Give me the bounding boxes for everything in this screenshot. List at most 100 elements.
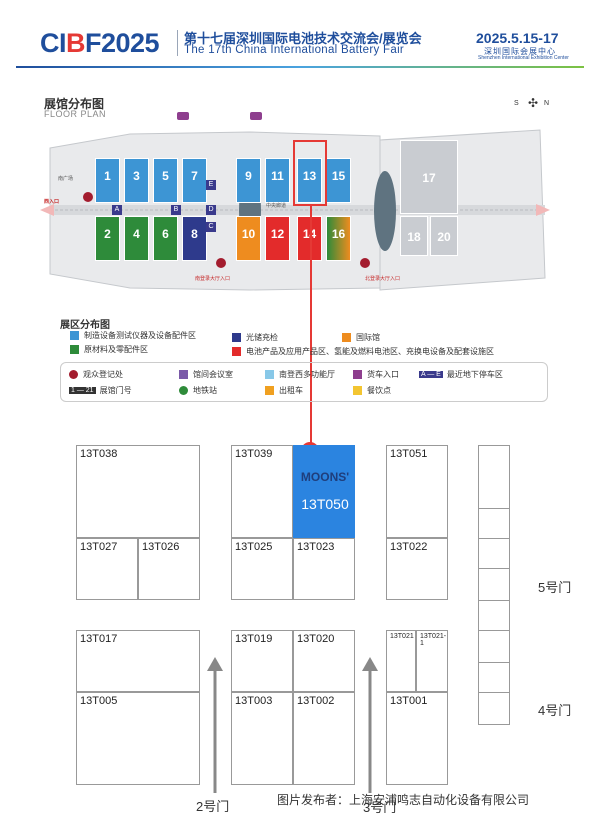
hall-3[interactable]: 3 <box>124 158 149 203</box>
booth-13T026[interactable]: 13T026 <box>138 538 200 600</box>
hall-18[interactable]: 18 <box>400 216 428 256</box>
arrow-up-icon <box>362 657 378 793</box>
legend-taxi: 出租车 <box>265 385 303 396</box>
registration-icon <box>216 258 226 268</box>
hall-5[interactable]: 5 <box>153 158 178 203</box>
hall-1[interactable]: 1 <box>95 158 120 203</box>
booth-13T021[interactable]: 13T021 <box>386 630 416 692</box>
legend-item-materials: 原材料及零配件区 <box>70 344 148 355</box>
floor-plan-title: 展馆分布图 <box>44 97 105 111</box>
parking-e: E <box>206 180 216 190</box>
south-plaza-label: 南广场 <box>58 176 74 182</box>
event-date: 2025.5.15-17 <box>476 30 559 46</box>
legend-food: 餐饮点 <box>353 385 391 396</box>
locator-line <box>310 206 312 450</box>
parking-d: D <box>206 205 216 215</box>
booth-13T050-label: 13T050 <box>301 496 349 512</box>
hall-17[interactable]: 17 <box>400 140 458 214</box>
hall-20[interactable]: 20 <box>430 216 458 256</box>
venue-map: 1 3 5 7 9 11 13 15 2 4 6 8 10 12 14 16 1… <box>40 112 560 308</box>
central-corridor-label: 中央廊道 <box>266 203 287 209</box>
parking-c: C <box>206 222 216 232</box>
hall-13[interactable]: 13 <box>297 158 322 203</box>
legend-meeting: 馆间会议室 <box>179 369 233 380</box>
booth-13T050[interactable]: MOONS' 13T050 <box>293 445 355 538</box>
parking-a: A <box>112 205 122 215</box>
hall-9[interactable]: 9 <box>236 158 261 203</box>
parking-b: B <box>171 205 181 215</box>
hall-13-highlight <box>293 140 327 206</box>
south-lobby-label: 南登录大厅入口 <box>195 276 231 282</box>
legend: 展区分布图 制造设备测试仪器及设备配件区 原材料及零配件区 光储充检 国际馆 电… <box>60 316 548 402</box>
booth-13T023[interactable]: 13T023 <box>293 538 355 600</box>
compass-icon: S ✣ N <box>514 96 550 110</box>
booth-13T003[interactable]: 13T003 <box>231 692 293 785</box>
hall-7[interactable]: 7 <box>182 158 207 203</box>
booth-13T005[interactable]: 13T005 <box>76 692 200 785</box>
registration-icon <box>83 192 93 202</box>
registration-icon <box>360 258 370 268</box>
hall-12[interactable]: 12 <box>265 216 290 261</box>
strip-divider <box>478 538 510 539</box>
booth-13T038[interactable]: 13T038 <box>76 445 200 538</box>
header-rule <box>16 66 584 68</box>
door-5-label: 5号门 <box>538 580 572 595</box>
hall-11[interactable]: 11 <box>265 158 290 203</box>
strip-divider <box>478 692 510 693</box>
hall-6[interactable]: 6 <box>153 216 178 261</box>
hall-4[interactable]: 4 <box>124 216 149 261</box>
hall-10[interactable]: 10 <box>236 216 261 261</box>
booth-13T020[interactable]: 13T020 <box>293 630 355 692</box>
booth-13T039[interactable]: 13T039 <box>231 445 293 538</box>
venue-name-cn: 深圳国际会展中心 <box>484 47 556 56</box>
legend-hall: 南登西多功能厅 <box>265 369 335 380</box>
hall-8[interactable]: 8 <box>182 216 207 261</box>
booth-13T002[interactable]: 13T002 <box>293 692 355 785</box>
truck-icon <box>177 112 189 120</box>
north-lobby-label: 北登录大厅入口 <box>365 276 401 282</box>
booth-13T051[interactable]: 13T051 <box>386 445 448 538</box>
header-divider <box>177 30 178 56</box>
strip-divider <box>478 662 510 663</box>
booth-13T017[interactable]: 13T017 <box>76 630 200 692</box>
door-4-label: 4号门 <box>538 703 572 718</box>
moons-logo: MOONS' <box>300 470 350 484</box>
legend-title: 展区分布图 <box>60 320 110 331</box>
hall-15[interactable]: 15 <box>326 158 351 203</box>
west-entrance-label: 西入口 <box>44 199 60 205</box>
legend-item-international: 国际馆 <box>342 332 380 343</box>
publisher-caption: 图片发布者：上海安浦鸣志自动化设备有限公司 <box>277 793 530 807</box>
strip-divider <box>478 600 510 601</box>
arrow-up-icon <box>207 657 223 793</box>
cibf-logo: CIBF2025 <box>40 28 160 58</box>
booth-13T021-1[interactable]: 13T021-1 <box>416 630 448 692</box>
strip-divider <box>478 630 510 631</box>
booth-13T025[interactable]: 13T025 <box>231 538 293 600</box>
door-2-label: 2号门 <box>196 799 230 814</box>
legend-truck: 货车入口 <box>353 369 399 380</box>
booth-13T027[interactable]: 13T027 <box>76 538 138 600</box>
floor-plan-subtitle: FLOOR PLAN <box>44 109 107 119</box>
strip-divider <box>478 508 510 509</box>
door-3-label: 3号门 <box>363 800 397 815</box>
venue-name-en: Shenzhen International Exhibition Center <box>478 55 569 61</box>
booth-13T019[interactable]: 13T019 <box>231 630 293 692</box>
hall-2[interactable]: 2 <box>95 216 120 261</box>
booth-strip <box>478 445 510 725</box>
legend-item-equipment: 制造设备测试仪器及设备配件区 <box>70 330 196 341</box>
legend-registration: 观众登记处 <box>69 369 123 380</box>
legend-item-storage: 光储充检 <box>232 332 278 343</box>
booth-13T022[interactable]: 13T022 <box>386 538 448 600</box>
truck-icon <box>250 112 262 120</box>
legend-metro: 地铁站 <box>179 385 217 396</box>
booth-13T001[interactable]: 13T001 <box>386 692 448 785</box>
event-title-cn: 第十七届深圳国际电池技术交流会/展览会 <box>184 31 422 46</box>
strip-divider <box>478 568 510 569</box>
event-title-en: The 17th China International Battery Fai… <box>184 44 405 56</box>
hall-16[interactable]: 16 <box>326 216 351 261</box>
legend-item-battery: 电池产品及应用产品区、氢能及燃料电池区、充换电设备及配套设施区 <box>232 346 494 357</box>
hall-14[interactable]: 14 <box>297 216 322 261</box>
